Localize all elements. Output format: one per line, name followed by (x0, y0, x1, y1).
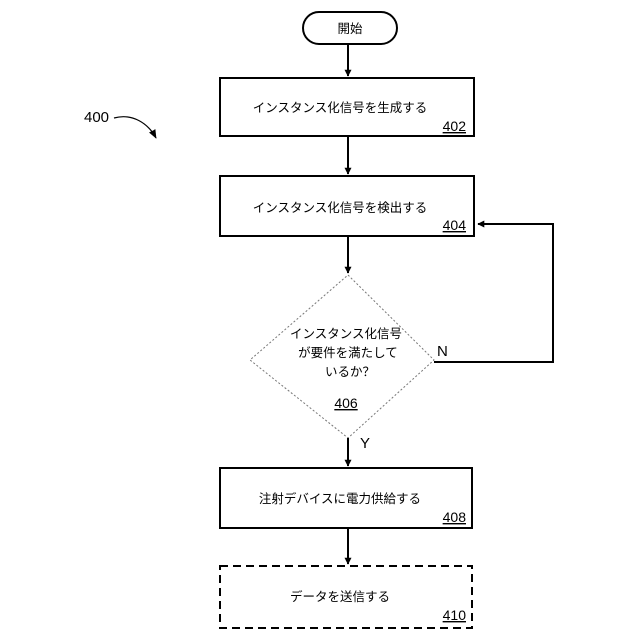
decision-line-1: インスタンス化信号 (290, 326, 402, 341)
step-408-ref: 408 (443, 509, 467, 525)
step-404-ref: 404 (443, 217, 467, 233)
step-408-text: 注射デバイスに電力供給する (259, 491, 421, 506)
decision-406-ref: 406 (334, 395, 358, 411)
step-410-ref: 410 (443, 607, 467, 623)
diagram-number: 400 (84, 109, 109, 126)
step-410-text: データを送信する (290, 589, 390, 604)
decision-yes-label: Y (360, 435, 370, 452)
decision-line-3: いるか？ (325, 364, 375, 379)
arrow-no-loop-to-404 (434, 224, 553, 362)
step-402-text: インスタンス化信号を生成する (253, 100, 428, 115)
start-label: 開始 (337, 21, 363, 36)
step-404-text: インスタンス化信号を検出する (253, 200, 428, 215)
step-402-ref: 402 (443, 118, 467, 134)
decision-no-label: N (437, 343, 448, 360)
decision-line-2: が要件を満たして (298, 345, 398, 360)
diagram-number-arrow (114, 117, 156, 138)
